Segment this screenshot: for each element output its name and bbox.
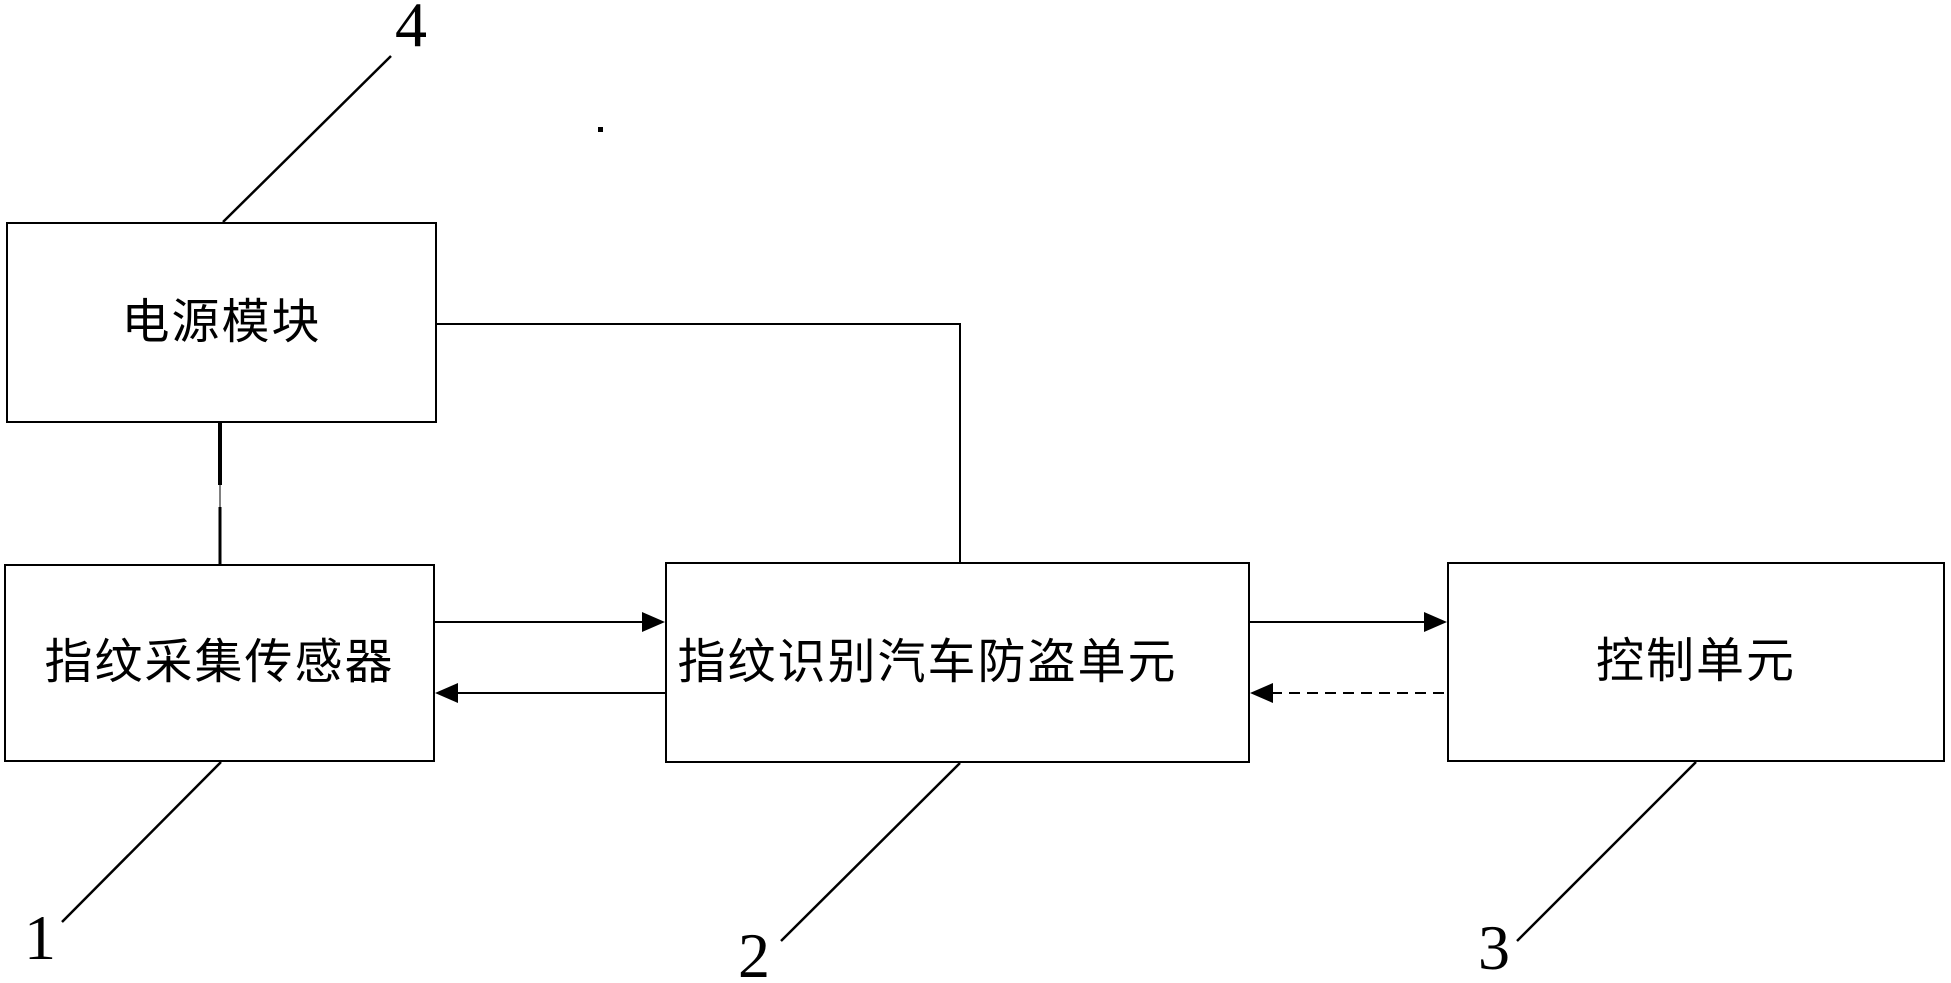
ref-leader-3 xyxy=(1516,761,1697,942)
arrowhead-left-icon xyxy=(435,683,458,703)
arrow-control-to-antitheft xyxy=(1250,683,1447,703)
ref-leader-2 xyxy=(780,762,961,942)
node-power-module-label: 电源模块 xyxy=(121,295,322,349)
ref-leader-4 xyxy=(222,55,392,223)
arrow-antitheft-to-sensor xyxy=(435,683,665,703)
arrow-antitheft-to-control xyxy=(1250,612,1447,632)
arrowhead-right-icon xyxy=(642,612,665,632)
ref-number-3: 3 xyxy=(1478,912,1510,983)
stray-dot xyxy=(598,127,603,132)
ref-number-2: 2 xyxy=(738,920,770,983)
node-control-unit: 控制单元 xyxy=(1447,562,1945,762)
node-fingerprint-sensor-label: 指纹采集传感器 xyxy=(44,636,395,689)
arrowhead-left-icon xyxy=(1250,683,1273,703)
node-anti-theft-unit-label: 指纹识别汽车防盗单元 xyxy=(677,635,1178,689)
node-fingerprint-sensor: 指纹采集传感器 xyxy=(4,564,435,762)
ref-number-1: 1 xyxy=(24,902,56,973)
wire-power-to-antitheft xyxy=(437,323,961,563)
node-power-module: 电源模块 xyxy=(6,222,437,423)
arrow-sensor-to-antitheft xyxy=(435,612,665,632)
ref-leader-1 xyxy=(61,761,222,923)
arrowhead-right-icon xyxy=(1424,612,1447,632)
ref-number-4: 4 xyxy=(395,0,427,60)
node-control-unit-label: 控制单元 xyxy=(1595,635,1796,688)
node-anti-theft-unit: 指纹识别汽车防盗单元 xyxy=(665,562,1250,763)
